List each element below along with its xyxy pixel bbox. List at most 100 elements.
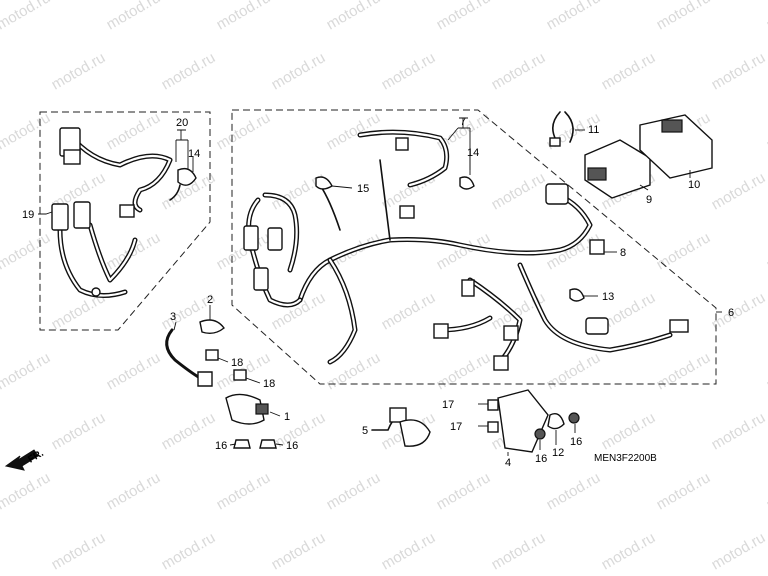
front-direction-arrow-icon xyxy=(4,449,39,471)
watermark-text: motod.ru xyxy=(324,0,384,33)
callout-18-lower: 18 xyxy=(263,378,275,390)
main-harness-drawing xyxy=(243,129,689,371)
watermark-text: motod.ru xyxy=(654,469,714,513)
watermark-text: motod.ru xyxy=(654,229,714,273)
callout-11: 11 xyxy=(588,124,599,136)
front-direction-label: FR. xyxy=(26,448,46,466)
watermark-text: motod.ru xyxy=(764,469,768,513)
control-unit-9 xyxy=(584,139,651,199)
callout-14-left: 14 xyxy=(188,148,200,160)
callout-16-a: 16 xyxy=(215,440,227,452)
watermark-text: motod.ru xyxy=(159,49,219,93)
watermark-text: motod.ru xyxy=(764,0,768,33)
callout-20: 20 xyxy=(176,117,188,129)
callout-5: 5 xyxy=(362,425,368,437)
callout-16-b: 16 xyxy=(286,440,298,452)
callout-14-main: 14 xyxy=(467,147,479,159)
watermark-text: motod.ru xyxy=(104,0,164,33)
regulator-4-leaders xyxy=(478,403,576,456)
watermark-text: motod.ru xyxy=(544,349,604,393)
left-leaders xyxy=(38,129,194,215)
callout-16-d: 16 xyxy=(570,436,582,448)
callout-1: 1 xyxy=(284,411,290,423)
callout-7: 7 xyxy=(460,116,466,128)
watermark-text: motod.ru xyxy=(709,289,768,333)
watermark-text: motod.ru xyxy=(489,529,549,573)
callout-12: 12 xyxy=(552,447,564,459)
watermark-text: motod.ru xyxy=(104,109,164,153)
callout-19: 19 xyxy=(22,209,34,221)
watermark-text: motod.ru xyxy=(599,49,659,93)
watermark-text: motod.ru xyxy=(709,409,768,453)
callout-15: 15 xyxy=(357,183,369,195)
watermark-text: motod.ru xyxy=(599,409,659,453)
watermark-text: motod.ru xyxy=(0,349,53,393)
watermark-text: motod.ru xyxy=(269,529,329,573)
watermark-text: motod.ru xyxy=(379,49,439,93)
callout-10: 10 xyxy=(688,179,700,191)
watermark-text: motod.ru xyxy=(269,169,329,213)
watermark-text: motod.ru xyxy=(269,409,329,453)
watermark-text: motod.ru xyxy=(709,49,768,93)
left-harness-drawing xyxy=(51,127,197,298)
watermark-text: motod.ru xyxy=(0,0,53,33)
watermark-text: motod.ru xyxy=(489,49,549,93)
watermark-text: motod.ru xyxy=(764,109,768,153)
watermark-text: motod.ru xyxy=(709,529,768,573)
lower-left-leaders xyxy=(173,305,284,446)
watermark-text: motod.ru xyxy=(764,349,768,393)
callout-4: 4 xyxy=(505,457,511,469)
watermark-text: motod.ru xyxy=(49,49,109,93)
top-right-leaders xyxy=(575,129,691,191)
watermark-text: motod.ru xyxy=(764,229,768,273)
watermark-text: motod.ru xyxy=(654,0,714,33)
watermark-text: motod.ru xyxy=(379,289,439,333)
watermark-text: motod.ru xyxy=(489,169,549,213)
lower-left-parts xyxy=(165,319,277,449)
watermark-text: motod.ru xyxy=(0,229,53,273)
watermark-text: motod.ru xyxy=(0,109,53,153)
watermark-text: motod.ru xyxy=(159,529,219,573)
callout-16-c: 16 xyxy=(535,453,547,465)
control-unit-10 xyxy=(639,114,713,179)
sensor-5 xyxy=(371,407,431,447)
watermark-text: motod.ru xyxy=(434,469,494,513)
watermark-text: motod.ru xyxy=(214,469,274,513)
callout-9: 9 xyxy=(646,194,652,206)
watermark-text: motod.ru xyxy=(214,0,274,33)
main-assembly-frame xyxy=(231,109,717,385)
watermark-text: motod.ru xyxy=(434,0,494,33)
watermark-text: motod.ru xyxy=(544,469,604,513)
watermark-text: motod.ru xyxy=(324,469,384,513)
watermark-text: motod.ru xyxy=(49,409,109,453)
callout-17-upper: 17 xyxy=(442,399,454,411)
regulator-4 xyxy=(487,389,580,453)
callout-8: 8 xyxy=(620,247,626,259)
watermark-text: motod.ru xyxy=(434,349,494,393)
callout-2: 2 xyxy=(207,294,213,306)
watermark-text: motod.ru xyxy=(0,469,53,513)
watermark-text: motod.ru xyxy=(269,289,329,333)
callout-6: 6 xyxy=(728,307,734,319)
watermark-text: motod.ru xyxy=(544,0,604,33)
callout-3: 3 xyxy=(170,311,176,323)
main-leaders xyxy=(331,117,722,313)
watermark-text: motod.ru xyxy=(654,349,714,393)
watermark-text: motod.ru xyxy=(709,169,768,213)
callout-18-upper: 18 xyxy=(231,357,243,369)
watermark-text: motod.ru xyxy=(104,469,164,513)
watermark-text: motod.ru xyxy=(104,349,164,393)
watermark-text: motod.ru xyxy=(214,109,274,153)
callout-labels: 20 14 19 7 14 15 11 9 10 8 13 6 3 2 18 1… xyxy=(22,116,734,469)
watermark-text: motod.ru xyxy=(379,529,439,573)
watermark-text: motod.ru xyxy=(159,409,219,453)
watermark-text: motod.ru xyxy=(269,49,329,93)
watermark-text: motod.ru xyxy=(49,529,109,573)
callout-13: 13 xyxy=(602,291,614,303)
watermark-text: motod.ru xyxy=(599,529,659,573)
band-11 xyxy=(549,111,574,147)
watermark-text: motod.ru xyxy=(324,349,384,393)
diagram-code: MEN3F2200B xyxy=(594,453,657,464)
